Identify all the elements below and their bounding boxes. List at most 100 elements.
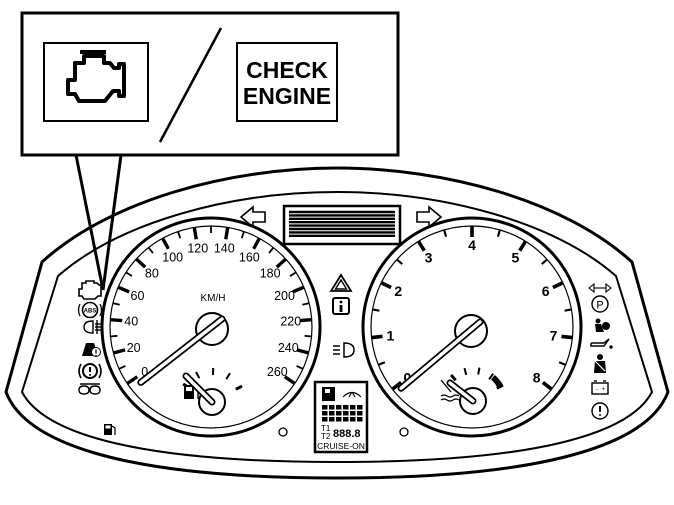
coolant-temperature-icon <box>440 379 460 402</box>
speedometer-label: 120 <box>187 242 208 256</box>
lcd-segment <box>336 405 342 410</box>
tachometer-ticks <box>371 226 573 391</box>
oil-pressure-icon <box>590 338 613 349</box>
fuel-needle-core <box>184 374 214 404</box>
glow-plug-icon <box>78 383 101 395</box>
lcd-segment <box>357 411 363 416</box>
hazard-warning-icon <box>329 273 353 292</box>
brake-system-icon <box>591 402 609 420</box>
lcd-segment <box>336 411 342 416</box>
tachometer-minor-tick <box>558 361 567 366</box>
lcd-segment <box>350 405 356 410</box>
temperature-gauge-tick <box>449 373 457 382</box>
speedometer-label: 160 <box>239 250 260 264</box>
tachometer-major-tick <box>541 380 553 391</box>
check-engine-line1: CHECK <box>246 57 328 83</box>
lcd-segment <box>343 405 349 410</box>
speedometer-label: 100 <box>162 250 183 264</box>
speedometer-minor-tick <box>177 231 182 239</box>
speedometer-major-tick <box>292 285 305 294</box>
speedometer-label: 0 <box>141 365 148 379</box>
speedometer-label: 60 <box>131 289 145 303</box>
lcd-segment <box>322 405 328 410</box>
speedometer-major-tick <box>224 227 230 240</box>
speedometer-needle-core <box>139 317 224 385</box>
svg-text:-: - <box>596 387 598 393</box>
battery-icon: - + <box>591 380 609 395</box>
callout: CHECK ENGINE <box>20 11 400 291</box>
speedometer-major-tick <box>110 317 123 323</box>
temperature-gauge-tick <box>477 367 481 375</box>
tachometer-major-tick <box>380 281 392 290</box>
lcd-segment <box>329 417 335 422</box>
fuel-gauge-tick <box>195 371 201 379</box>
speedometer-major-tick <box>296 348 310 355</box>
speedometer-minor-tick <box>304 334 312 338</box>
tachometer-major-tick <box>518 240 528 252</box>
brake-warning-icon <box>78 363 102 379</box>
speedometer-minor-tick <box>240 231 245 239</box>
speedometer-major-tick <box>252 237 261 250</box>
fuel-gauge-tick <box>235 384 243 391</box>
lcd-segment <box>336 417 342 422</box>
temperature-needle-core <box>448 381 475 403</box>
odometer-digits: 888.8 <box>333 428 361 440</box>
lcd-segment <box>343 411 349 416</box>
speedometer-major-tick <box>161 237 170 250</box>
tachometer-major-tick <box>552 281 564 290</box>
speedometer-minor-tick <box>125 271 133 277</box>
tachometer-label: 6 <box>542 283 550 299</box>
lcd-segment <box>357 405 363 410</box>
speedometer-minor-tick <box>110 334 118 338</box>
speedometer-label: 40 <box>124 315 138 329</box>
temperature-gauge-tick <box>488 373 495 380</box>
speed-unit: KM/H <box>201 293 226 304</box>
right-warning-column: P - + <box>588 282 613 420</box>
left-warning-column: ABS <box>77 280 116 435</box>
cruise-status: CRUISE-ON <box>317 441 365 451</box>
tachometer-minor-tick <box>564 308 572 312</box>
speedometer-label: 180 <box>260 267 281 281</box>
temperature-gauge <box>440 367 504 415</box>
check-engine-symbol-icon <box>66 50 126 103</box>
tachometer-minor-tick <box>372 308 380 312</box>
tachometer-minor-tick <box>377 361 386 366</box>
speedometer-major-tick <box>135 257 147 269</box>
speedometer-label: 260 <box>267 365 288 379</box>
tachometer-label: 4 <box>468 237 476 253</box>
tachometer-needle-core <box>399 320 482 390</box>
svg-text:+: + <box>602 387 606 393</box>
check-engine-line2: ENGINE <box>243 83 331 109</box>
callout-divider <box>158 27 223 143</box>
airbag-icon <box>595 318 610 332</box>
speedometer-major-tick <box>117 285 130 294</box>
speedometer-label: 220 <box>280 315 301 329</box>
trip-b-label: T2 <box>321 432 331 441</box>
tachometer-major-tick <box>391 380 403 391</box>
tachometer-label: 1 <box>387 328 395 344</box>
speedometer-ticks <box>110 226 312 385</box>
speedometer-major-tick <box>299 317 312 323</box>
tachometer-label: 3 <box>425 250 433 266</box>
check-engine-symbol-box <box>43 42 149 122</box>
lcd-segment <box>329 411 335 416</box>
callout-pointer-outer <box>74 154 105 291</box>
washer-fluid-icon <box>342 391 362 398</box>
tachometer-label: 8 <box>533 370 541 386</box>
tachometer-label: 0 <box>403 370 411 386</box>
speedometer-label: 200 <box>274 289 295 303</box>
speedometer-major-tick <box>112 348 126 355</box>
tachometer-label: 7 <box>550 328 558 344</box>
trip-reset-knob-left <box>278 427 288 437</box>
callout-frame <box>20 11 400 157</box>
speedometer-minor-tick <box>112 302 120 306</box>
tachometer-minor-tick <box>541 258 548 265</box>
speedometer-minor-tick <box>302 302 310 306</box>
speedometer-minor-tick <box>296 365 304 370</box>
tachometer-minor-tick <box>443 229 448 237</box>
speedometer-label: 80 <box>145 267 159 281</box>
parking-brake-icon: P <box>591 295 609 313</box>
